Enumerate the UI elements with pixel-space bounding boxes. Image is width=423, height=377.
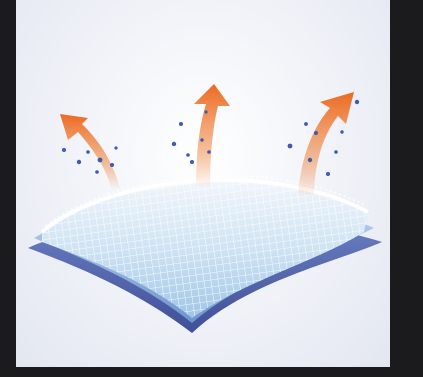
fabric-illustration <box>16 0 390 367</box>
arrow-center <box>194 84 230 188</box>
arrow-left <box>60 114 120 190</box>
arrow-right <box>298 92 354 198</box>
illustration-panel <box>16 0 390 367</box>
